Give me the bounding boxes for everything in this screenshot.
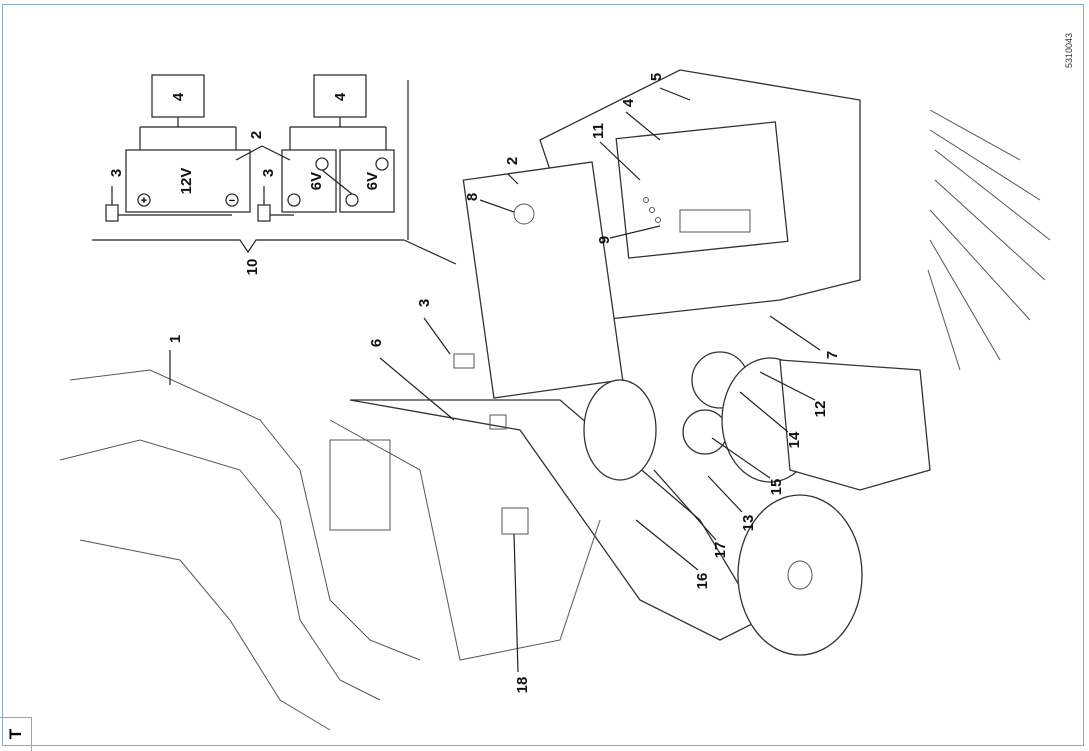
battery-pack xyxy=(462,161,624,399)
led xyxy=(655,217,661,223)
leader-line xyxy=(423,317,451,355)
callout-17: 17 xyxy=(712,542,729,559)
leader-line xyxy=(261,145,291,161)
controller-vents xyxy=(679,209,751,233)
leader-line xyxy=(707,475,743,513)
callout-7: 7 xyxy=(824,351,841,359)
side-brush xyxy=(927,109,1051,371)
leader-line xyxy=(379,357,455,421)
leader-line xyxy=(659,87,691,101)
leader-line xyxy=(759,371,816,401)
connector-12v xyxy=(105,204,119,222)
battery-6v-b-label: 6V xyxy=(364,172,381,190)
callout-3: 3 xyxy=(416,299,433,307)
battery-12v-label: 12V xyxy=(178,168,195,195)
callout-10: 10 xyxy=(244,259,261,276)
terminal-minus xyxy=(225,193,239,207)
battery-6v-a-label: 6V xyxy=(308,172,325,190)
brush-bristles xyxy=(927,109,1051,371)
control-panel xyxy=(329,439,391,531)
terminal-plus xyxy=(137,193,151,207)
callout-2: 2 xyxy=(504,157,521,165)
leader-line xyxy=(235,145,263,161)
side-plate xyxy=(779,359,931,491)
wiring-6v: 4 6V 6V 3 xyxy=(257,74,395,222)
callout-11: 11 xyxy=(590,123,607,139)
callout-2-inset: 2 xyxy=(248,131,265,139)
controller-box-6v xyxy=(313,74,367,118)
battery-wiring-inset: 4 12V + − 3 4 6V 6V xyxy=(92,74,457,276)
leader-line xyxy=(507,173,519,185)
wiring-12v: 4 12V + − 3 xyxy=(105,74,251,222)
callout-6: 6 xyxy=(368,339,385,347)
leader-line xyxy=(609,225,661,239)
leader-line xyxy=(513,533,519,673)
section-tag: T xyxy=(0,717,32,751)
callout-8: 8 xyxy=(464,193,481,201)
callout-3-inset-12v: 3 xyxy=(108,169,125,177)
leader-line xyxy=(769,315,821,351)
led xyxy=(649,207,655,213)
group-bracket xyxy=(92,239,404,254)
callout-14: 14 xyxy=(786,431,803,448)
battery-cap xyxy=(513,203,535,225)
controller-box-12v xyxy=(151,74,205,118)
handle-frame xyxy=(69,369,421,661)
fuse-holder xyxy=(489,414,507,430)
leader-line xyxy=(479,199,515,213)
chassis-body xyxy=(349,399,761,641)
callout-5: 5 xyxy=(648,73,665,81)
plus-sign: + xyxy=(141,195,147,207)
controller-label-6v: 4 xyxy=(332,92,349,101)
connector-6v xyxy=(257,204,271,222)
leader-line xyxy=(739,391,789,433)
leader-line xyxy=(635,519,699,571)
handle-frame-inner xyxy=(59,439,381,701)
minus-sign: − xyxy=(229,195,235,207)
controller-label-12v: 4 xyxy=(170,92,187,101)
handle-bar xyxy=(79,539,331,731)
figure-frame xyxy=(2,4,1084,746)
sweeper-machine xyxy=(59,69,1051,731)
terminal-plus xyxy=(345,193,359,207)
callout-9: 9 xyxy=(596,236,613,244)
callout-4: 4 xyxy=(620,98,637,107)
callout-16: 16 xyxy=(694,573,711,590)
pulley-small xyxy=(682,409,728,455)
electronic-controller xyxy=(615,121,789,259)
connector-plug xyxy=(453,353,475,369)
callout-3-inset-6v: 3 xyxy=(260,169,277,177)
leader-line xyxy=(625,111,661,141)
controller-leds xyxy=(643,197,661,223)
drive-motor xyxy=(583,379,657,481)
wheel-hub xyxy=(787,560,813,590)
leader-line xyxy=(653,469,717,541)
main-callouts: 1 2 3 4 5 6 7 8 9 11 12 13 14 15 16 17 1 xyxy=(167,73,841,694)
callout-18: 18 xyxy=(514,677,531,694)
terminal-plus xyxy=(287,193,301,207)
leader-line xyxy=(599,141,641,181)
led xyxy=(643,197,649,203)
terminal-minus xyxy=(375,157,389,171)
leader-line xyxy=(711,437,771,479)
callout-13: 13 xyxy=(740,515,757,532)
callout-1: 1 xyxy=(167,335,184,343)
charge-socket xyxy=(501,507,529,535)
callout-12: 12 xyxy=(812,401,829,418)
callout-15: 15 xyxy=(768,479,785,496)
leader-line xyxy=(403,239,457,265)
bridge-wire xyxy=(321,169,353,195)
terminal-minus xyxy=(315,157,329,171)
rear-wheel xyxy=(737,494,863,656)
